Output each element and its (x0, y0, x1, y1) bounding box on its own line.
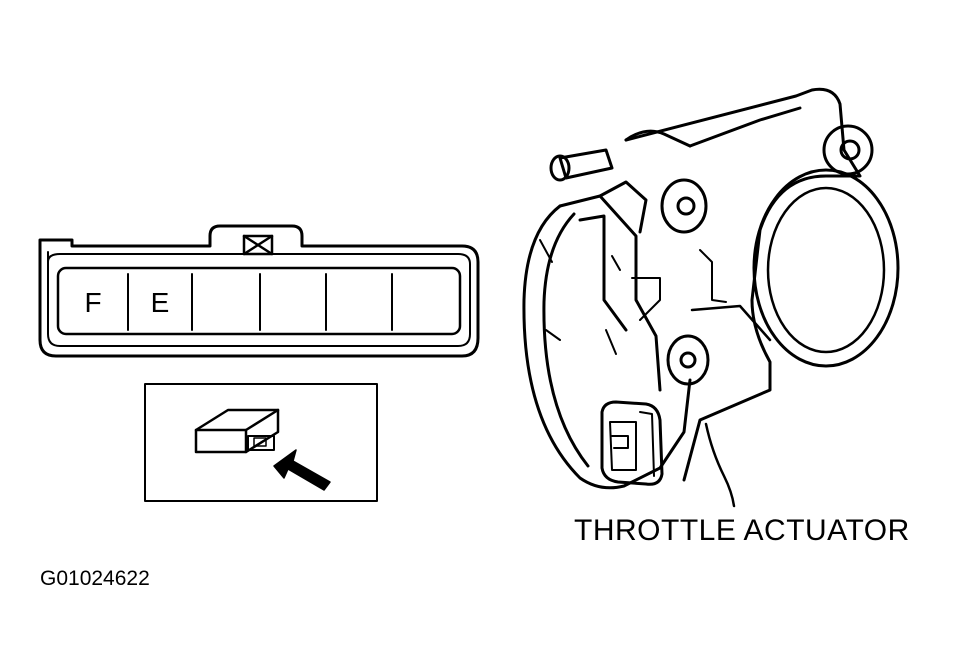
pin-label-f: F (84, 287, 101, 318)
throttle-body-illustration (522, 87, 900, 490)
actuator-connector-icon (600, 400, 664, 486)
figure-id: G01024622 (40, 567, 150, 590)
pin-label-e: E (151, 287, 170, 318)
connector-view-inset (144, 383, 378, 502)
callout-leader-line (704, 422, 736, 508)
connector-block-icon (194, 408, 280, 454)
throttle-actuator-label: THROTTLE ACTUATOR (574, 514, 910, 547)
pointer-arrow-icon (273, 449, 331, 491)
latch-lock-icon (242, 234, 274, 256)
connector-face (38, 224, 480, 358)
